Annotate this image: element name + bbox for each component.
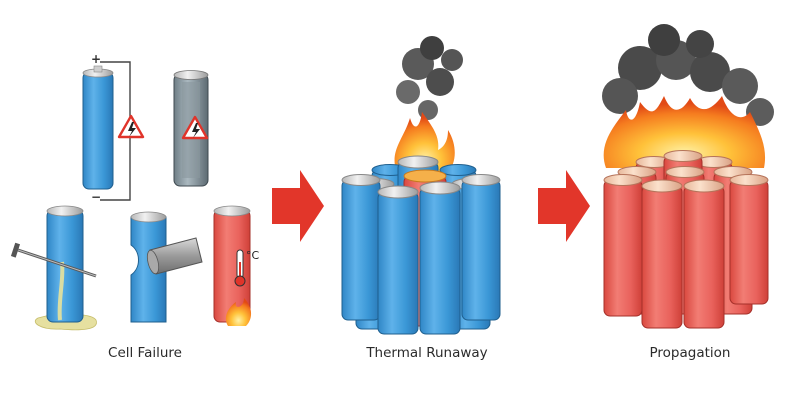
- high-voltage-warning-icon: [117, 114, 145, 139]
- caption-thermal-runaway: Thermal Runaway: [366, 345, 488, 361]
- cell-overheating: °C: [213, 205, 260, 326]
- cell-external-short: [82, 65, 114, 190]
- flow-arrow-icon: [538, 170, 590, 242]
- thermometer-icon: [234, 249, 246, 287]
- flow-arrow-icon: [272, 170, 324, 242]
- thermal-runaway-panel: [341, 36, 501, 335]
- cell-pack-front: [341, 174, 501, 335]
- cell-internal-short: [173, 70, 209, 187]
- smoke-icon: [602, 24, 774, 126]
- nail: [10, 242, 97, 278]
- cell-nail-penetration: [10, 205, 97, 331]
- cell-failure-panel: + −: [10, 52, 260, 331]
- cell-crush-damage: [130, 211, 203, 323]
- propagation-cells-front: [603, 174, 769, 329]
- high-voltage-warning-icon: [181, 115, 209, 140]
- propagation-panel: [602, 24, 774, 329]
- flame-icon: [225, 298, 252, 326]
- positive-terminal-label: +: [91, 52, 101, 66]
- flame-icon: [603, 96, 766, 168]
- caption-propagation: Propagation: [649, 345, 731, 361]
- thermometer-unit-label: °C: [246, 249, 260, 262]
- smoke-icon: [396, 36, 463, 120]
- crush-rod: [146, 237, 203, 275]
- caption-cell-failure: Cell Failure: [108, 345, 182, 361]
- external-short-circuit: + −: [82, 52, 145, 204]
- negative-terminal-label: −: [91, 190, 101, 204]
